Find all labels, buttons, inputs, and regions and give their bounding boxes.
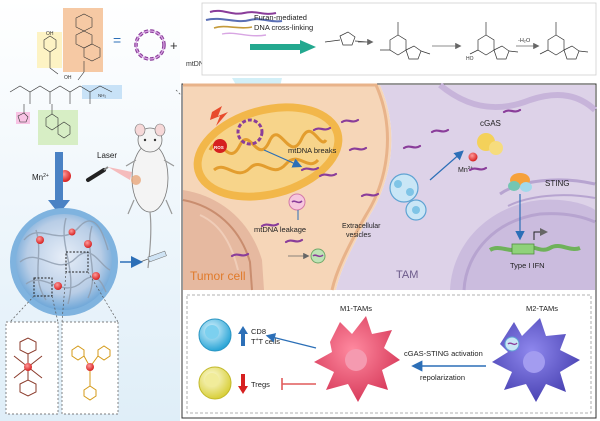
ev-label-line2: vesicles [346,232,371,239]
plus-sign: + [170,38,178,53]
increase-arrow-icon [238,326,248,346]
water-loss-label: -H₂O [518,38,531,44]
mn-ion-icon-tam [468,152,478,162]
extracellular-vesicle-icon [310,248,326,264]
tam-label: TAM [396,269,418,281]
mouse-icon [125,123,175,269]
hydroxyl-label: HO [466,56,474,62]
tumor-nucleus [182,190,264,291]
monomer-structure: OH OH NH₂ [9,8,122,145]
cd8-label-line1: CD8 [251,327,266,336]
m2-label: M2-TAMs [526,304,558,313]
zoom-box-left [5,321,59,415]
svg-text:OH: OH [64,75,72,81]
ev-label-line1: Extracellular [342,223,381,230]
mtdna-ring-mito [236,118,264,146]
cd8-t-cell-icon [198,318,232,352]
svg-text:OH: OH [46,31,54,37]
repolarization-label: repolarization [420,373,465,382]
zoom-lines [9,271,119,323]
dna-strands [205,9,283,37]
tumor-membrane [183,83,389,291]
endosome-vesicles [389,173,427,221]
activation-label: cGAS-STING activation [404,349,483,358]
laser-pointer [86,166,132,182]
crosslink-box [201,2,597,76]
reaction-scheme [324,22,589,60]
tumor-cell-label: Tumor cell [190,269,246,283]
mtdna-label: mtDNA [186,61,209,68]
tam-membrane-top [438,82,598,113]
ros-burst-icon [210,106,228,153]
mtdna-leakage-label: mtDNA leakage [254,225,306,234]
activation-cd8-arrow [265,333,317,349]
svg-text:NH₂: NH₂ [98,93,106,98]
leakage-vesicle [288,193,306,211]
tregs-label: Tregs [251,380,270,389]
m1-label: M1-TAMs [340,304,372,313]
cgas-label: cGAS [480,119,501,128]
break-arrow [263,149,303,168]
sting-protein-icon [508,173,532,192]
mn-label-tam: Mn2+ [458,165,473,174]
orange-highlight [63,8,103,72]
m1-macrophage-icon [314,316,400,402]
assembly-arrow [48,152,70,214]
mtdna-breaks-label: mtDNA breaks [288,146,337,155]
panel-connector [175,89,183,97]
mn-label: Mn2+ [32,173,49,182]
nanoparticle [10,208,118,316]
crosslink-arrow [250,40,316,54]
blue-highlight [82,85,122,99]
cgas-protein-icon [477,133,503,155]
treg-cell-icon [198,366,232,400]
equals-sign: = [113,32,121,48]
ros-label: ROS [214,145,224,150]
ifn-label: Type I IFN [510,261,545,270]
crosslink-label-line2: DNA cross-linking [254,23,313,32]
m2-macrophage-icon [492,318,580,402]
mtdna-ring-top [134,29,166,61]
sensing-arrow [429,150,464,181]
decrease-arrow-icon [238,374,248,394]
mtdna-fragments [230,108,522,258]
ifn-gene [488,228,581,255]
laser-label: Laser [97,151,117,160]
crosslink-label-line1: Furan-mediated [254,13,307,22]
inhibition-treg-arrow [281,378,316,390]
yellow-highlight [37,32,62,68]
sting-label: STING [545,179,569,188]
zoom-box-right [61,321,119,415]
